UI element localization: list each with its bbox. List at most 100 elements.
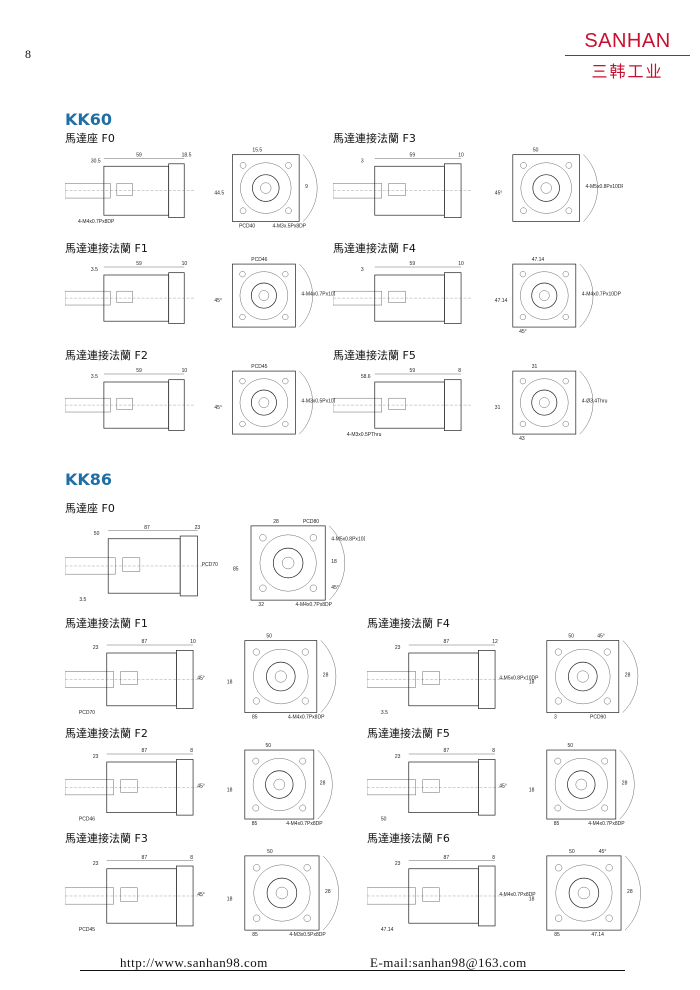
dimension-label: 4-M5x0.8Px10DP <box>499 675 539 681</box>
dimension-label: 31 <box>532 364 538 370</box>
dimension-label: 8 <box>492 748 495 754</box>
figure-label: 馬達連接法蘭 F3 <box>333 132 416 145</box>
dimension-label: PCD70 <box>79 710 95 716</box>
dimension-label: 50 <box>94 531 100 537</box>
dimension-label: 50 <box>568 634 574 640</box>
dimension-label: 8 <box>190 855 193 861</box>
dimension-label: PCD46 <box>79 817 95 823</box>
dimension-label: 58.6 <box>361 374 371 380</box>
dimension-label: 18 <box>227 787 233 793</box>
dimension-label: PCD45 <box>79 927 95 933</box>
dimension-label: 23 <box>395 645 401 651</box>
dimension-label: 85 <box>252 715 258 721</box>
dimension-label: 4-M4x0.7Px10DP <box>582 292 622 298</box>
dimension-label: PCD70 <box>202 562 218 568</box>
dimension-label: 59 <box>410 152 416 158</box>
brand-logo: SANHAN 三韩工业 <box>565 30 690 82</box>
dimension-label: 87 <box>444 639 450 645</box>
dimension-label: 23 <box>395 754 401 760</box>
side-view <box>65 158 195 218</box>
dimension-label: 18 <box>331 559 337 565</box>
dimension-label: 45° <box>495 191 503 197</box>
dimension-label: 23 <box>395 861 401 867</box>
dimension-label: 3.5 <box>381 710 388 716</box>
dimension-label: PCD40 <box>239 223 255 229</box>
front-view <box>546 749 635 820</box>
dimension-label: 4-M5x0.8Px10DP <box>586 184 623 190</box>
dimension-label: 85 <box>554 932 560 938</box>
dimension-label: 87 <box>142 748 148 754</box>
front-view <box>244 640 337 713</box>
front-view <box>512 370 594 435</box>
dimension-label: 43 <box>519 436 525 442</box>
brand-name: SANHAN <box>584 30 671 52</box>
dimension-label: 3 <box>361 267 364 273</box>
front-view <box>546 855 641 931</box>
figure-label: 馬達座 F0 <box>65 132 115 145</box>
dimension-label: PCD45 <box>251 364 267 370</box>
dimension-label: 59 <box>136 261 142 267</box>
dimension-label: 15.5 <box>252 148 262 154</box>
dimension-label: 4-M4x0.7Px8DP <box>588 821 625 827</box>
page-number: 8 <box>25 47 31 61</box>
dimension-label: 50 <box>533 148 539 154</box>
front-view <box>232 263 313 328</box>
dimension-label: 59 <box>410 261 416 267</box>
dimension-label: 4-M3x0.5Px8DP <box>289 932 326 938</box>
footer-rule <box>80 970 625 971</box>
dimension-label: 23 <box>93 754 99 760</box>
figure-label: 馬達座 F0 <box>65 502 115 515</box>
dimension-label: 28 <box>325 889 331 895</box>
footer-website[interactable]: http://www.sanhan98.com <box>120 955 268 970</box>
dimension-label: 59 <box>410 368 416 374</box>
dimension-label: 87 <box>142 855 148 861</box>
dimension-label: 23 <box>93 645 99 651</box>
dimension-label: 9 <box>305 184 308 190</box>
section-title-kk86: KK86 <box>65 470 113 489</box>
dimension-label: 59 <box>136 368 142 374</box>
dimension-label: 85 <box>252 821 258 827</box>
dimension-label: 4-M3x.5Px8DP <box>272 223 306 229</box>
dimension-label: 45° <box>331 585 339 591</box>
dimension-label: 85 <box>554 821 560 827</box>
dimension-label: 3.5 <box>91 374 98 380</box>
dimension-label: 32 <box>258 602 264 608</box>
side-view <box>367 860 507 927</box>
dimension-label: 10 <box>458 261 464 267</box>
dimension-label: 12 <box>492 639 498 645</box>
front-view <box>232 154 318 222</box>
dimension-label: 59 <box>136 152 142 158</box>
footer-email[interactable]: E-mail:sanhan98@163.com <box>370 955 527 970</box>
front-view <box>244 749 333 820</box>
brand-name-cn: 三韩工业 <box>591 62 664 81</box>
dimension-label: 10 <box>182 368 188 374</box>
side-view <box>367 644 507 709</box>
dimension-label: 31 <box>495 405 501 411</box>
dimension-label: 4-M4x0.7Px8DP <box>296 602 333 608</box>
dimension-label: 4-M3x0.5PThru <box>347 432 382 438</box>
dimension-label: 18 <box>529 896 535 902</box>
front-view <box>250 525 346 601</box>
figure-label: 馬達連接法蘭 F4 <box>367 617 450 630</box>
figure-label: 馬達連接法蘭 F5 <box>367 727 450 740</box>
dimension-label: 85 <box>233 566 239 572</box>
dimension-label: 50 <box>569 849 575 855</box>
dimension-label: 8 <box>492 855 495 861</box>
dimension-label: 18 <box>529 787 535 793</box>
